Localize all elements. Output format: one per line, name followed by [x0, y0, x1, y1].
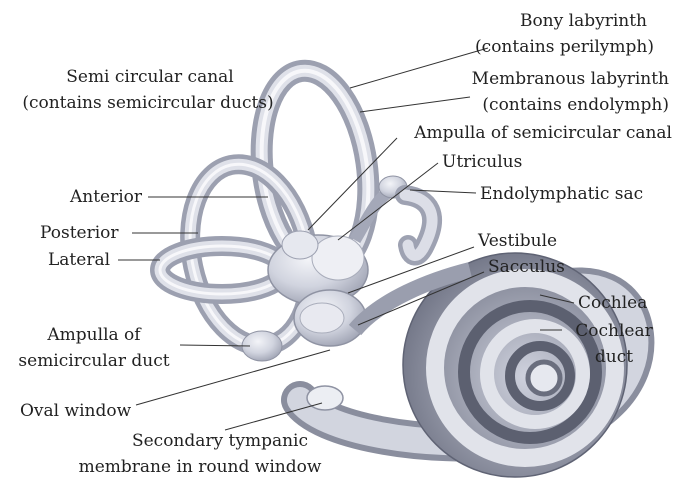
label-semicircular-canal-2: (contains semicircular ducts)	[22, 93, 273, 113]
label-posterior: Posterior	[40, 223, 119, 243]
label-cochlear-duct-1: Cochlear	[575, 321, 653, 341]
label-cochlea: Cochlea	[578, 293, 647, 313]
label-lateral: Lateral	[48, 250, 110, 270]
utriculus	[312, 236, 364, 280]
label-ampulla-of-semicircular-canal: Ampulla of semicircular canal	[413, 123, 672, 143]
label-secondary-tympanic-membrane-2: membrane in round window	[79, 457, 322, 477]
label-bony-labyrinth-1: Bony labyrinth	[520, 11, 647, 31]
label-endolymphatic-sac: Endolymphatic sac	[480, 184, 643, 204]
label-oval-window: Oval window	[20, 401, 132, 421]
round-window	[307, 386, 343, 410]
ampulla-anterior	[282, 231, 318, 259]
label-sacculus: Sacculus	[488, 257, 565, 277]
label-secondary-tympanic-membrane-1: Secondary tympanic	[132, 431, 308, 451]
label-cochlear-duct-2: duct	[595, 347, 633, 367]
label-ampulla-of-semicircular-duct-1: Ampulla of	[46, 325, 142, 345]
label-bony-labyrinth-2: (contains perilymph)	[475, 37, 654, 57]
label-membranous-labyrinth-1: Membranous labyrinth	[472, 69, 669, 89]
label-membranous-labyrinth-2: (contains endolymph)	[482, 95, 669, 115]
label-semicircular-canal-1: Semi circular canal	[66, 67, 234, 87]
label-anterior: Anterior	[69, 187, 143, 207]
label-utriculus: Utriculus	[442, 152, 522, 172]
label-vestibule: Vestibule	[477, 231, 557, 251]
label-ampulla-of-semicircular-duct-2: semicircular duct	[18, 351, 169, 371]
